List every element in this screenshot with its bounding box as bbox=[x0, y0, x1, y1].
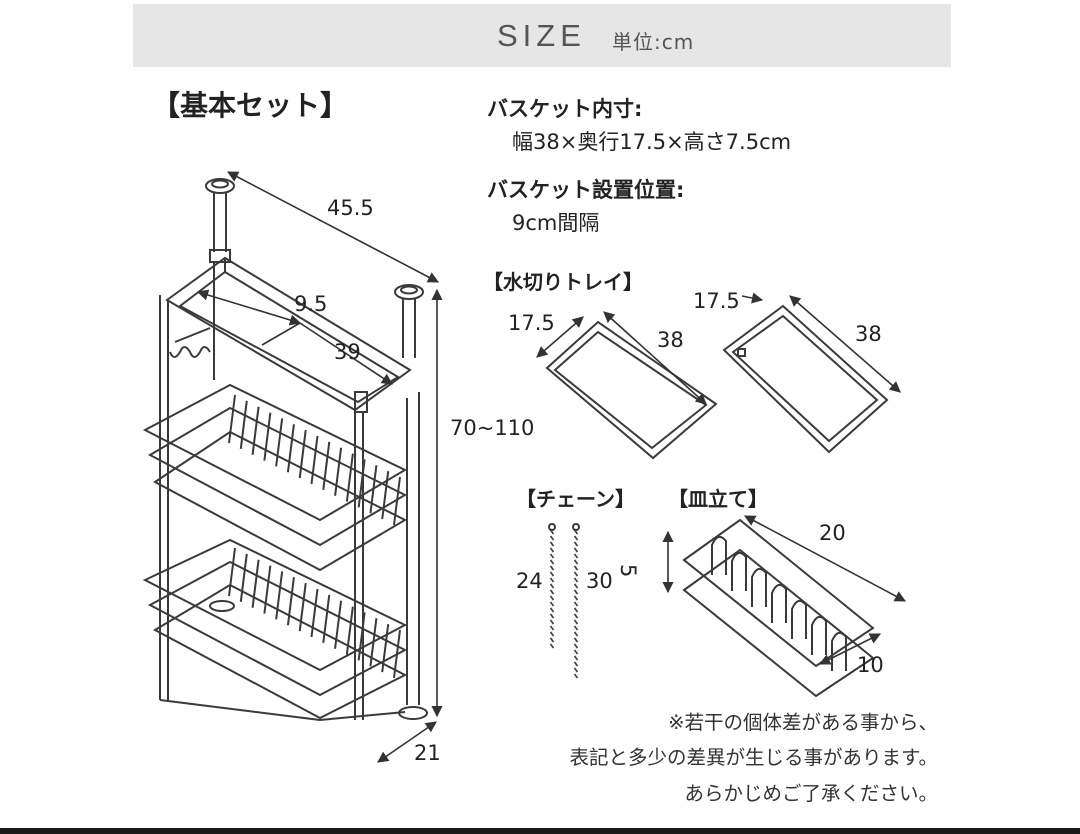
unit-label: 単位:cm bbox=[612, 30, 695, 54]
rack-drawing bbox=[142, 178, 428, 721]
upper-basket-wires bbox=[228, 394, 401, 526]
size-title: SIZE bbox=[497, 18, 586, 53]
basic-set-heading: 【基本セット】 bbox=[152, 89, 349, 122]
note-line-1: ※若干の個体差がある事から、 bbox=[668, 711, 938, 734]
dish-rack-height: 5 bbox=[616, 564, 640, 578]
basket-inner-label: バスケット内寸: bbox=[487, 97, 643, 121]
dish-rack-drawing bbox=[682, 518, 875, 698]
chain-heading: 【チェーン】 bbox=[516, 487, 635, 511]
lower-basket-wires bbox=[228, 547, 401, 679]
drain-tray-heading: 【水切りトレイ】 bbox=[483, 270, 643, 294]
dish-rack-length: 20 bbox=[819, 521, 846, 545]
size-header-band bbox=[133, 4, 951, 67]
basket-position-value: 9cm間隔 bbox=[512, 211, 600, 235]
tray-right-length: 38 bbox=[855, 322, 882, 346]
bottom-rule bbox=[0, 828, 1080, 834]
dim-width-45-5: 45.5 bbox=[327, 196, 374, 220]
chain-links bbox=[549, 529, 579, 679]
tray-left-depth: 17.5 bbox=[508, 311, 555, 335]
chain-length-30: 30 bbox=[586, 569, 613, 593]
dish-rack-heading: 【皿立て】 bbox=[668, 487, 768, 511]
dim-shelf-width: 39 bbox=[334, 340, 361, 364]
note-line-2: 表記と多少の差異が生じる事があります。 bbox=[569, 746, 938, 769]
chain-length-24: 24 bbox=[516, 569, 543, 593]
basket-position-label: バスケット設置位置: bbox=[487, 178, 685, 202]
dim-shelf-depth: 9.5 bbox=[294, 292, 328, 316]
tray-right-depth: 17.5 bbox=[693, 289, 740, 313]
dish-rack-dividers bbox=[711, 535, 847, 671]
basket-inner-value: 幅38×奥行17.5×高さ7.5cm bbox=[512, 130, 792, 154]
dim-depth: 21 bbox=[414, 741, 441, 765]
tray-left-length: 38 bbox=[657, 328, 684, 352]
note-line-3: あらかじめご了承ください。 bbox=[684, 782, 938, 805]
chains bbox=[548, 523, 580, 531]
dim-height: 70~110 bbox=[450, 416, 535, 440]
drain-tray-right bbox=[722, 304, 889, 454]
dish-rack-width: 10 bbox=[857, 653, 884, 677]
